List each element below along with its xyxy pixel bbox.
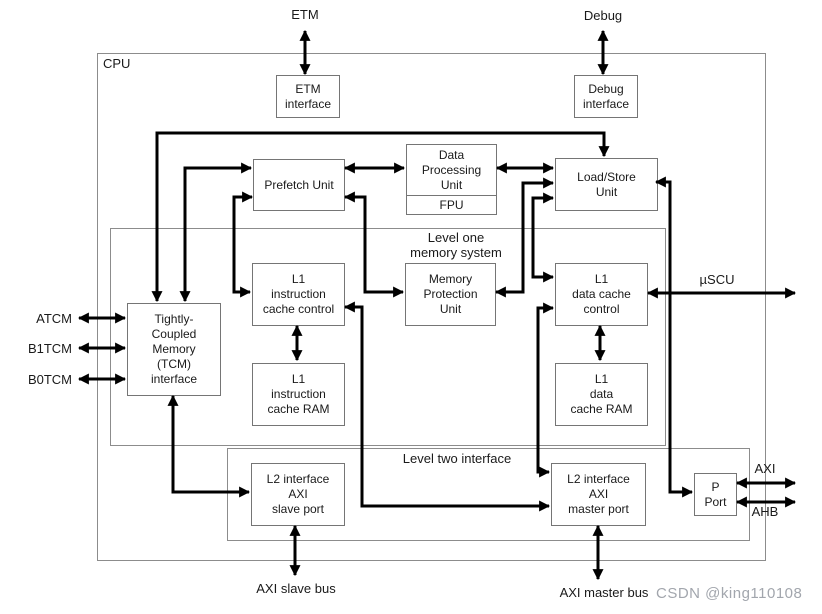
l2-axi-master-port-block: L2 interface AXI master port [551, 463, 646, 526]
b1tcm-label: B1TCM [27, 341, 72, 356]
data-processing-unit-label: Data Processing Unit [407, 145, 496, 196]
fpu-label: FPU [439, 197, 464, 212]
atcm-label: ATCM [36, 311, 72, 326]
level-one-label: Level one memory system [410, 230, 502, 260]
memory-protection-unit-block: Memory Protection Unit [405, 263, 496, 326]
l1-instruction-cache-control-block: L1 instruction cache control [252, 263, 345, 326]
l1-data-cache-control-block: L1 data cache control [555, 263, 648, 326]
p-port-block: P Port [694, 473, 737, 516]
ahb-label: AHB [751, 504, 779, 519]
b0tcm-label: B0TCM [27, 372, 72, 387]
l1-data-cache-ram-block: L1 data cache RAM [555, 363, 648, 426]
debug-interface-block: Debug interface [574, 75, 638, 118]
axi-slave-bus-label: AXI slave bus [256, 581, 336, 596]
csdn-watermark: CSDN @king110108 [656, 585, 803, 602]
etm-interface-block: ETM interface [276, 75, 340, 118]
axi-master-bus-label: AXI master bus [559, 585, 649, 600]
data-processing-unit-block: Data Processing Unit FPU [406, 144, 497, 215]
uscu-label: µSCU [699, 272, 735, 287]
debug-label: Debug [583, 8, 623, 23]
cpu-container-box [97, 53, 766, 561]
etm-label: ETM [291, 7, 319, 22]
level-two-label: Level two interface [402, 451, 512, 466]
tcm-interface-block: Tightly- Coupled Memory (TCM) interface [127, 303, 221, 396]
l1-instruction-cache-ram-block: L1 instruction cache RAM [252, 363, 345, 426]
prefetch-unit-block: Prefetch Unit [253, 159, 345, 211]
axi-label: AXI [754, 461, 776, 476]
l2-axi-slave-port-block: L2 interface AXI slave port [251, 463, 345, 526]
cpu-label: CPU [103, 56, 131, 71]
load-store-unit-block: Load/Store Unit [555, 158, 658, 211]
